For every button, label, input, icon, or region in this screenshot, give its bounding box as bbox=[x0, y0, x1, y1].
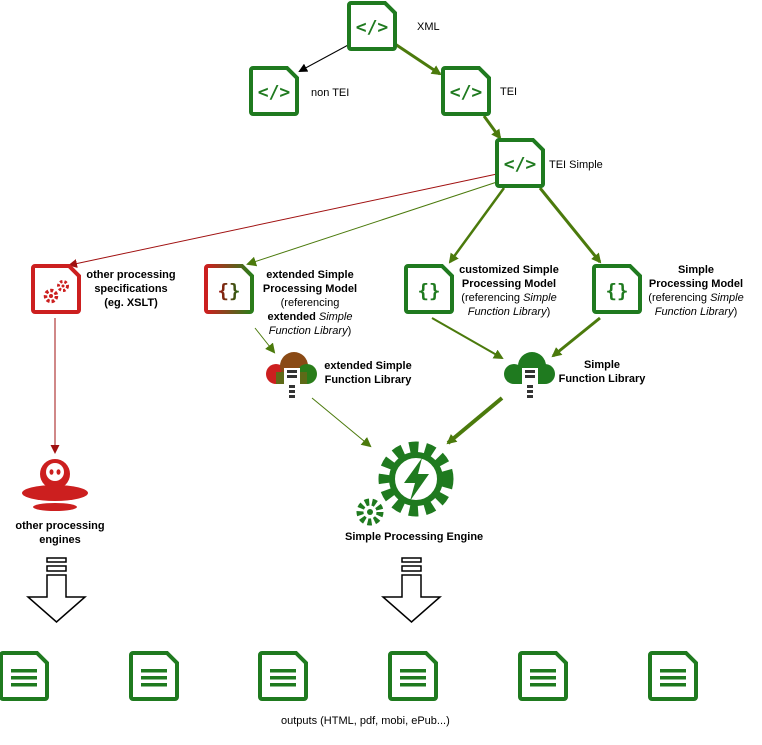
outputs-label: outputs (HTML, pdf, mobi, ePub...) bbox=[281, 715, 450, 727]
engine-label: Simple Processing Engine bbox=[345, 531, 484, 543]
simple-library-label: Simple Function Library bbox=[558, 359, 646, 385]
arrow-teisimple-to-simple-model bbox=[538, 187, 602, 264]
non-tei-label: non TEI bbox=[311, 87, 350, 99]
gears-file-icon bbox=[31, 264, 81, 314]
code-file-icon-xml: </> bbox=[347, 1, 397, 51]
svg-text:</>: </> bbox=[258, 82, 291, 103]
extended-model-label: extended Simple Processing Model (refere… bbox=[262, 269, 358, 337]
output-document-icon-3 bbox=[258, 651, 308, 701]
arrow-teisimple-to-customized-model bbox=[448, 187, 506, 264]
svg-text:</>: </> bbox=[450, 82, 483, 103]
other-spec-label: other processing specifications (eg. XSL… bbox=[86, 269, 176, 309]
arrow-xml-to-tei bbox=[394, 42, 442, 76]
arrow-extlib-to-engine bbox=[311, 397, 372, 448]
arrow-lib-to-engine bbox=[446, 396, 504, 445]
xml-label: XML bbox=[417, 21, 440, 33]
output-document-icon-4 bbox=[388, 651, 438, 701]
arrow-teisimple-to-other-spec bbox=[68, 173, 498, 268]
arrows bbox=[50, 42, 602, 454]
down-arrow-icon-right bbox=[381, 557, 442, 623]
arrow-tei-to-teisimple bbox=[482, 115, 502, 140]
svg-text:{}: {} bbox=[606, 280, 629, 302]
output-document-icon-5 bbox=[518, 651, 568, 701]
tei-label: TEI bbox=[500, 86, 518, 98]
output-document-icon-6 bbox=[648, 651, 698, 701]
svg-text:</>: </> bbox=[504, 154, 537, 175]
braces-file-icon-simple: {} bbox=[592, 264, 642, 314]
arrow-extmodel-to-extlib bbox=[254, 327, 276, 354]
svg-text:{}: {} bbox=[418, 280, 441, 302]
code-file-icon-tei: </> bbox=[441, 66, 491, 116]
extended-library-label: extended Simple Function Library bbox=[324, 360, 412, 386]
output-document-icon-2 bbox=[129, 651, 179, 701]
tei-simple-label: TEI Simple bbox=[549, 159, 603, 171]
engine-gear-icon bbox=[356, 441, 454, 526]
code-file-icon-non-tei: </> bbox=[249, 66, 299, 116]
braces-file-icon-extended: {} bbox=[204, 264, 254, 314]
down-arrow-icon-left bbox=[26, 557, 87, 623]
simple-model-label: Simple Processing Model (referencing Sim… bbox=[648, 264, 744, 318]
other-engines-label: other processing engines bbox=[15, 520, 105, 546]
arrow-simplemodel-to-lib bbox=[551, 316, 601, 358]
alien-engine-icon bbox=[22, 459, 88, 511]
braces-file-icon-customized: {} bbox=[404, 264, 454, 314]
arrow-custmodel-to-lib bbox=[431, 317, 504, 359]
cloud-library-icon-simple bbox=[504, 352, 555, 398]
svg-text:</>: </> bbox=[356, 17, 389, 38]
cloud-library-icon-extended bbox=[266, 352, 317, 398]
arrow-xml-to-nonteI bbox=[298, 43, 351, 72]
customized-model-label: customized Simple Processing Model (refe… bbox=[459, 264, 559, 318]
arrow-teisimple-to-extended-model bbox=[246, 181, 498, 267]
code-file-icon-tei-simple: </> bbox=[495, 138, 545, 188]
svg-text:{}: {} bbox=[218, 280, 241, 302]
output-document-icon-1 bbox=[0, 651, 49, 701]
